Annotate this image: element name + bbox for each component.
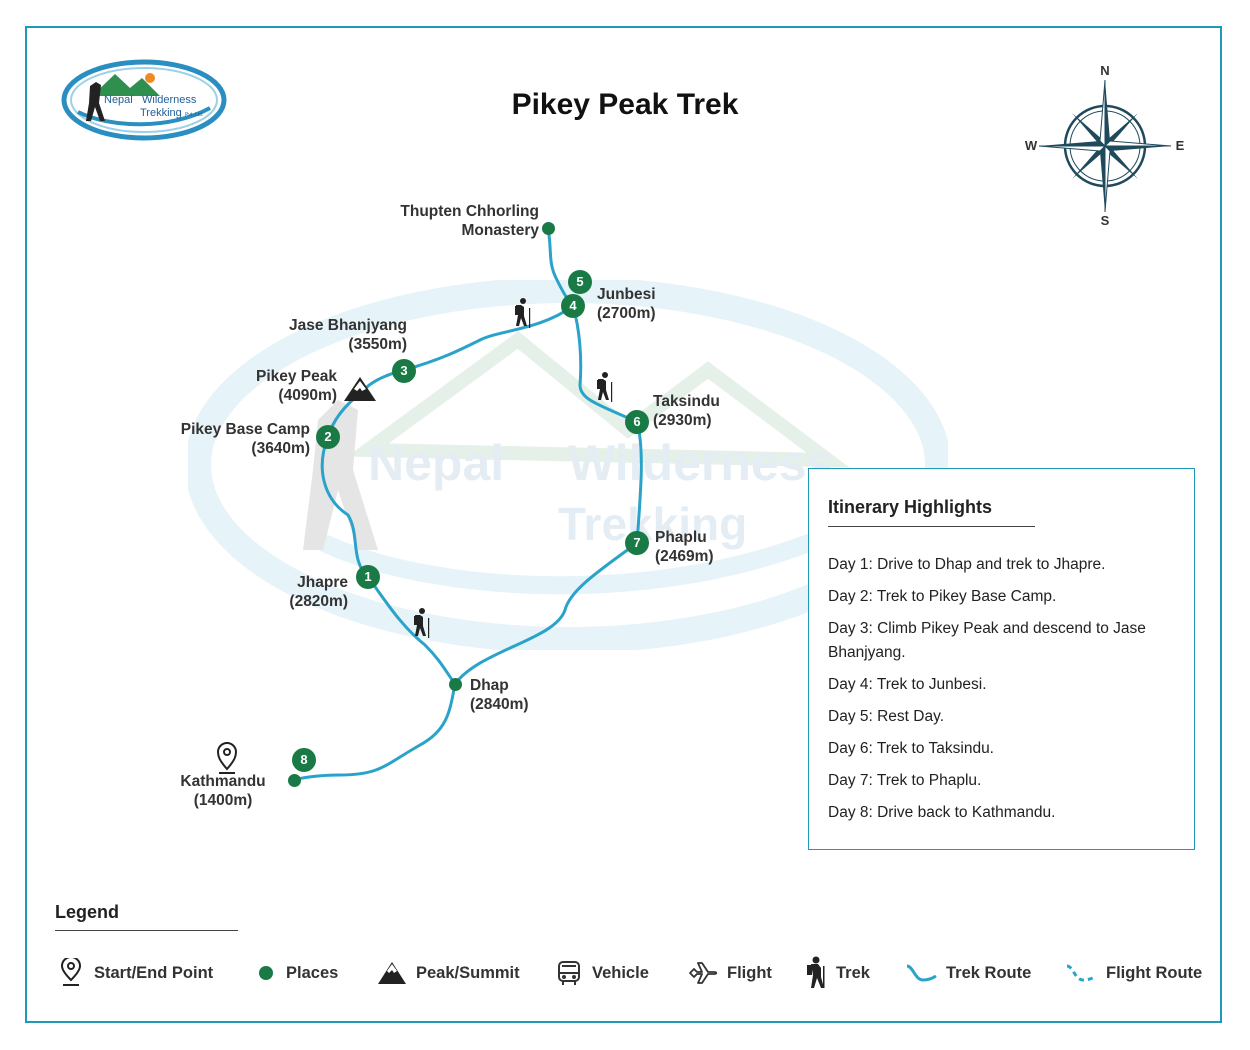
trek-icon <box>515 298 531 328</box>
trek-route-line-icon <box>906 964 937 982</box>
trek-icon <box>807 956 825 988</box>
svg-text:Nepal: Nepal <box>104 94 133 106</box>
itinerary-title: Itinerary Highlights <box>828 497 993 517</box>
start-end-point-icon <box>216 742 238 774</box>
itinerary-day: Day 2: Trek to Pikey Base Camp. <box>828 588 1057 605</box>
trek-route-junbesi-taksindu <box>571 304 639 424</box>
trek-icon <box>414 608 430 638</box>
legend-item-places: Places <box>257 955 338 991</box>
svg-text:N: N <box>1100 63 1109 78</box>
place-badge-6: 6 <box>625 410 649 434</box>
place-badge-5: 5 <box>568 270 592 294</box>
legend-label: Vehicle <box>592 963 649 982</box>
itinerary-panel: Itinerary Highlights Day 1: Drive to Dha… <box>808 468 1195 850</box>
trek-route-jhapre-dhap <box>366 575 457 686</box>
compass-rose-icon: N S W E <box>1025 63 1185 228</box>
trek-route-taksindu-phaplu <box>635 420 643 545</box>
legend-label: Places <box>286 963 339 982</box>
place-dot-monastery <box>542 222 555 235</box>
legend-label: Peak/Summit <box>416 963 520 982</box>
peak-summit-icon <box>378 962 406 984</box>
svg-text:Wilderness: Wilderness <box>568 435 834 491</box>
trek-route-junbesi-jase <box>402 304 575 372</box>
legend-item-start-end: Start/End Point <box>57 955 213 991</box>
svg-text:E: E <box>1176 138 1185 153</box>
label-kathmandu: Kathmandu(1400m) <box>180 773 266 809</box>
label-pikey-base-camp: Pikey Base Camp(3640m) <box>180 421 310 457</box>
legend-label: Trek Route <box>946 963 1032 982</box>
itinerary-list: Day 1: Drive to Dhap and trek to Jhapre.… <box>828 553 1183 833</box>
itinerary-day: Day 8: Drive back to Kathmandu. <box>828 804 1056 821</box>
place-badge-7: 7 <box>625 531 649 555</box>
place-badge-4: 4 <box>561 294 585 318</box>
label-junbesi: Junbesi(2700m) <box>597 286 656 322</box>
itinerary-day: Day 6: Trek to Taksindu. <box>828 740 994 757</box>
legend-item-flight: Flight <box>688 955 772 991</box>
itinerary-divider <box>828 526 1035 527</box>
place-dot-kathmandu <box>288 774 301 787</box>
watermark-logo: Nepal Wilderness Trekking <box>188 280 948 650</box>
trek-route-basecamp-jhapre <box>320 435 370 579</box>
svg-text:S: S <box>1101 213 1110 228</box>
label-jase-bhanjyang: Jase Bhanjyang(3550m) <box>288 317 407 353</box>
itinerary-day: Day 3: Climb Pikey Peak and descend to J… <box>828 620 1146 661</box>
flight-route-line-icon <box>1066 964 1097 982</box>
svg-text:Trekking: Trekking <box>558 498 747 550</box>
svg-text:W: W <box>1025 138 1038 153</box>
legend-item-flight-route: Flight Route <box>1065 955 1202 991</box>
legend-item-peak: Peak/Summit <box>377 955 520 991</box>
svg-text:Nepal: Nepal <box>368 435 504 491</box>
legend-title: Legend <box>55 902 120 922</box>
map-frame <box>25 26 1222 1023</box>
place-dot-icon <box>259 966 273 980</box>
company-logo: Nepal Wilderness Trekking Pvt. Ltd. <box>61 59 227 141</box>
place-badge-3: 3 <box>392 359 416 383</box>
place-badge-8: 8 <box>292 748 316 772</box>
place-badge-1: 1 <box>356 565 380 589</box>
trek-icon <box>597 372 613 402</box>
svg-text:Trekking: Trekking <box>140 107 182 119</box>
itinerary-day: Day 1: Drive to Dhap and trek to Jhapre. <box>828 556 1106 573</box>
bus-icon <box>558 961 580 985</box>
label-taksindu: Taksindu(2930m) <box>653 393 720 429</box>
legend-divider <box>55 930 238 931</box>
label-dhap: Dhap(2840m) <box>470 677 529 713</box>
legend-label: Flight Route <box>1106 963 1203 982</box>
trek-route-phaplu-dhap <box>453 541 639 686</box>
legend-label: Start/End Point <box>94 963 214 982</box>
label-jhapre: Jhapre(2820m) <box>289 574 348 610</box>
start-end-point-icon <box>60 958 82 986</box>
label-pikey-peak: Pikey Peak(4090m) <box>255 368 337 404</box>
itinerary-day: Day 7: Trek to Phaplu. <box>828 772 982 789</box>
legend: Start/End Point Places Peak/Summit Vehic… <box>55 955 1205 991</box>
trek-route-dhap-kathmandu <box>292 682 457 782</box>
map-title: Pikey Peak Trek <box>511 88 739 121</box>
svg-text:Wilderness: Wilderness <box>142 94 197 106</box>
place-badge-2: 2 <box>316 425 340 449</box>
itinerary-day: Day 5: Rest Day. <box>828 708 945 725</box>
peak-summit-icon <box>344 377 376 401</box>
svg-text:Pvt. Ltd.: Pvt. Ltd. <box>185 112 203 118</box>
itinerary-day: Day 4: Trek to Junbesi. <box>828 676 987 693</box>
place-dot-dhap <box>449 678 462 691</box>
legend-item-vehicle: Vehicle <box>555 955 649 991</box>
legend-label: Trek <box>836 963 870 982</box>
legend-item-trek-route: Trek Route <box>905 955 1031 991</box>
label-phaplu: Phaplu(2469m) <box>655 529 714 565</box>
legend-item-trek: Trek <box>805 955 870 991</box>
plane-icon <box>689 962 718 984</box>
legend-label: Flight <box>727 963 772 982</box>
